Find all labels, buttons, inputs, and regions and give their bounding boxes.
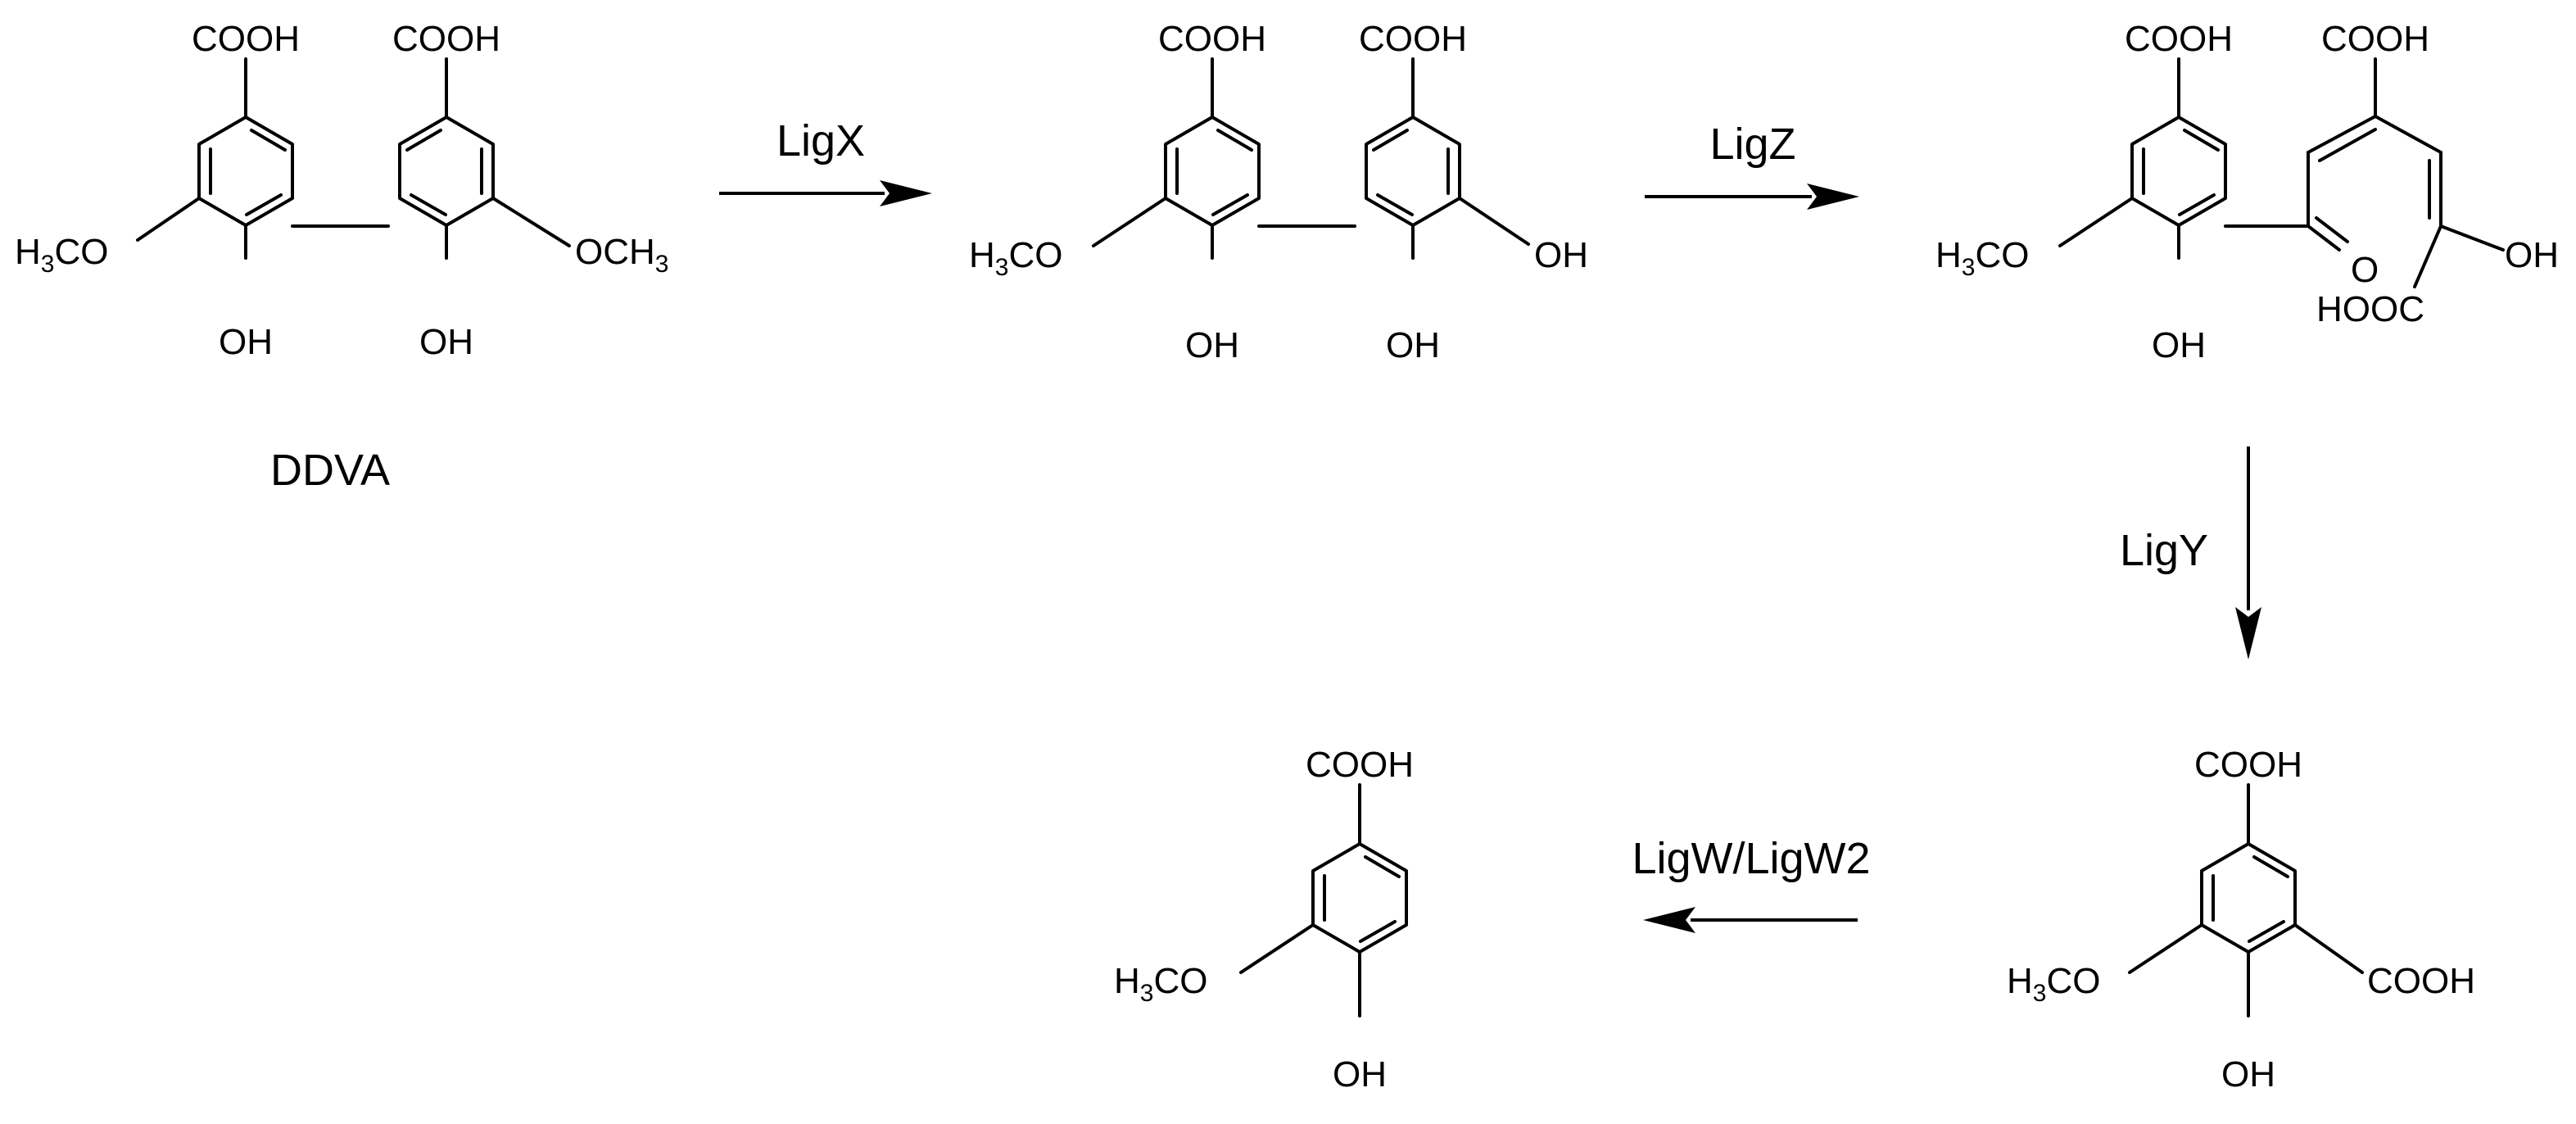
ddva-left-ring bbox=[197, 116, 294, 227]
arrow-ligy: LigY bbox=[2120, 446, 2261, 659]
compound-intermediate-2: COOH COOH H3CO O OH HOOC OH bbox=[1935, 19, 2559, 365]
ddva-methoxy-right-label: OCH3 bbox=[575, 232, 668, 278]
int2-keto-label: O bbox=[2351, 250, 2379, 290]
ddva-name-label: DDVA bbox=[270, 446, 390, 495]
int2-carboxyl-bottom-label: HOOC bbox=[2316, 289, 2424, 329]
cv-acid-top-label: COOH bbox=[2194, 745, 2302, 785]
vanillate-hydroxy-label: OH bbox=[1333, 1054, 1387, 1095]
int2-methoxy-label: H3CO bbox=[1935, 235, 2029, 281]
cv-ring bbox=[2200, 842, 2297, 954]
vanillate-acid-label: COOH bbox=[1306, 745, 1414, 785]
int2-ring bbox=[2130, 116, 2227, 227]
enzyme-ligw-label: LigW/LigW2 bbox=[1632, 834, 1870, 883]
ddva-right-ring bbox=[398, 116, 495, 227]
enzyme-ligx-label: LigX bbox=[776, 116, 865, 165]
arrow-ligw: LigW/LigW2 bbox=[1632, 834, 1871, 933]
ddva-methoxy-left-label: H3CO bbox=[15, 232, 108, 278]
int1-methoxy-label: H3CO bbox=[969, 235, 1062, 281]
int2-acid-right-label: COOH bbox=[2321, 19, 2429, 59]
int2-hydroxy-label: OH bbox=[2152, 325, 2206, 365]
ddva-hydroxy-left-label: OH bbox=[219, 322, 273, 362]
enzyme-ligy-label: LigY bbox=[2120, 526, 2208, 575]
int1-acid-right-label: COOH bbox=[1359, 19, 1467, 59]
vanillate-methoxy-label: H3CO bbox=[1114, 961, 1207, 1007]
cv-hydroxy-label: OH bbox=[2221, 1054, 2275, 1095]
int2-enol-hydroxy-label: OH bbox=[2505, 235, 2559, 275]
compound-vanillate: COOH H3CO OH bbox=[1114, 745, 1414, 1095]
compound-carboxyvanillate: COOH COOH H3CO OH bbox=[2007, 745, 2475, 1095]
arrow-ligz: LigZ bbox=[1645, 120, 1859, 210]
cv-acid-side-label: COOH bbox=[2367, 961, 2475, 1001]
ddva-acid-right-label: COOH bbox=[392, 19, 500, 59]
ddva-hydroxy-right-label: OH bbox=[419, 322, 473, 362]
vanillate-ring bbox=[1311, 842, 1408, 954]
int1-hydroxy-right-label: OH bbox=[1386, 325, 1440, 365]
int1-hydroxy-left-label: OH bbox=[1185, 325, 1239, 365]
int1-acid-left-label: COOH bbox=[1158, 19, 1266, 59]
enzyme-ligz-label: LigZ bbox=[1709, 120, 1795, 169]
arrow-ligx: LigX bbox=[719, 116, 932, 206]
compound-ddva: COOH COOH H3CO OCH3 OH OH DDVA bbox=[15, 19, 668, 495]
int1-left-ring bbox=[1164, 116, 1261, 227]
cv-methoxy-label: H3CO bbox=[2007, 961, 2100, 1007]
ddva-acid-left-label: COOH bbox=[192, 19, 300, 59]
int1-hydroxy-side-label: OH bbox=[1534, 235, 1588, 275]
int1-right-ring bbox=[1365, 116, 1461, 227]
int2-acid-left-label: COOH bbox=[2125, 19, 2233, 59]
compound-intermediate-1: COOH COOH H3CO OH OH OH bbox=[969, 19, 1588, 365]
